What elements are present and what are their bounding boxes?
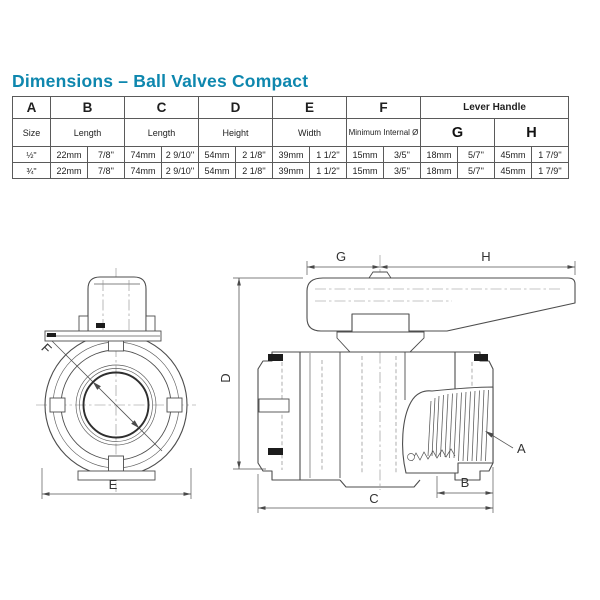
col-label-e: Width <box>271 118 348 147</box>
cell-f-mm: 15mm <box>346 146 385 163</box>
side-view: A G H D B C <box>218 249 576 513</box>
leader-a: A <box>485 431 526 456</box>
col-label-b: Length <box>50 118 125 147</box>
cell-h-mm: 45mm <box>494 146 533 163</box>
cell-b-mm: 22mm <box>50 146 88 163</box>
col-label-c: Length <box>124 118 199 147</box>
table-row-three-quarter-inch: ¾'' 22mm 7/8'' 74mm 2 9/10'' 54mm 2 1/8'… <box>12 162 570 179</box>
dim-label-f: F <box>38 340 54 356</box>
dim-label-a: A <box>517 441 526 456</box>
lever-handle <box>306 271 576 332</box>
dim-label-b: B <box>461 475 470 490</box>
cell-e-mm: 39mm <box>272 162 310 179</box>
cell-f-mm: 15mm <box>346 162 385 179</box>
dim-label-g: G <box>336 249 346 264</box>
cell-g-mm: 18mm <box>420 162 459 179</box>
cell-d-mm: 54mm <box>198 146 236 163</box>
mounting-plate <box>44 323 162 342</box>
cell-d-in: 2 1/8'' <box>235 146 273 163</box>
col-letter-b: B <box>50 96 125 119</box>
cell-b-in: 7/8'' <box>87 162 125 179</box>
col-label-f: Minimum Internal Ø <box>346 118 422 147</box>
technical-drawing: E F <box>36 249 576 513</box>
cell-e-in: 1 1/2'' <box>308 162 348 179</box>
cell-b-in: 7/8'' <box>87 146 125 163</box>
dimension-d: D <box>218 277 303 470</box>
cell-d-mm: 54mm <box>198 162 236 179</box>
handle-end-view <box>78 276 156 333</box>
cell-f-in: 3/5'' <box>383 146 422 163</box>
stem-and-flange <box>336 313 425 353</box>
cell-g-mm: 18mm <box>420 146 459 163</box>
front-view: E F <box>36 268 196 499</box>
col-letter-f: F <box>346 96 422 119</box>
col-letter-g: G <box>420 118 496 147</box>
lever-handle-header: Lever Handle <box>420 96 570 119</box>
table-row-half-inch: ½'' 22mm 7/8'' 74mm 2 9/10'' 54mm 2 1/8'… <box>12 146 570 163</box>
dimension-e: E <box>41 468 192 499</box>
dim-label-d: D <box>218 373 233 382</box>
dim-label-c: C <box>369 491 378 506</box>
cell-c-mm: 74mm <box>124 162 162 179</box>
base-plate <box>77 470 156 481</box>
cell-size: ¾'' <box>12 162 51 179</box>
cell-g-in: 5/7'' <box>457 162 496 179</box>
cell-f-in: 3/5'' <box>383 162 422 179</box>
cell-e-mm: 39mm <box>272 146 310 163</box>
table-letter-header-row: A B C D E F Lever Handle <box>12 96 570 119</box>
dimension-b: B <box>436 467 494 513</box>
page-title: Dimensions – Ball Valves Compact <box>12 71 309 91</box>
dimension-g-h: G H <box>306 249 576 275</box>
col-label-size: Size <box>12 118 51 147</box>
dim-label-h: H <box>481 249 490 264</box>
dim-label-e: E <box>109 477 118 492</box>
cell-d-in: 2 1/8'' <box>235 162 273 179</box>
col-letter-d: D <box>198 96 273 119</box>
cell-c-in: 2 9/10'' <box>161 162 199 179</box>
dimensions-table: A B C D E F Lever Handle Size Length Len… <box>12 96 570 179</box>
cell-c-mm: 74mm <box>124 146 162 163</box>
col-letter-h: H <box>494 118 570 147</box>
cell-b-mm: 22mm <box>50 162 88 179</box>
col-label-d: Height <box>198 118 273 147</box>
dimension-c: C <box>257 474 493 513</box>
cell-size: ½'' <box>12 146 51 163</box>
table-label-header-row: Size Length Length Height Width Minimum … <box>12 118 570 147</box>
cell-h-mm: 45mm <box>494 162 533 179</box>
cell-g-in: 5/7'' <box>457 146 496 163</box>
thread-hatch <box>427 389 489 462</box>
col-letter-e: E <box>271 96 348 119</box>
cell-h-in: 1 7/9'' <box>531 146 570 163</box>
cell-c-in: 2 9/10'' <box>161 146 199 163</box>
cell-e-in: 1 1/2'' <box>308 146 348 163</box>
col-letter-c: C <box>124 96 199 119</box>
thread-cutaway <box>402 386 494 474</box>
col-letter-a: A <box>12 96 51 119</box>
cell-h-in: 1 7/9'' <box>531 162 570 179</box>
